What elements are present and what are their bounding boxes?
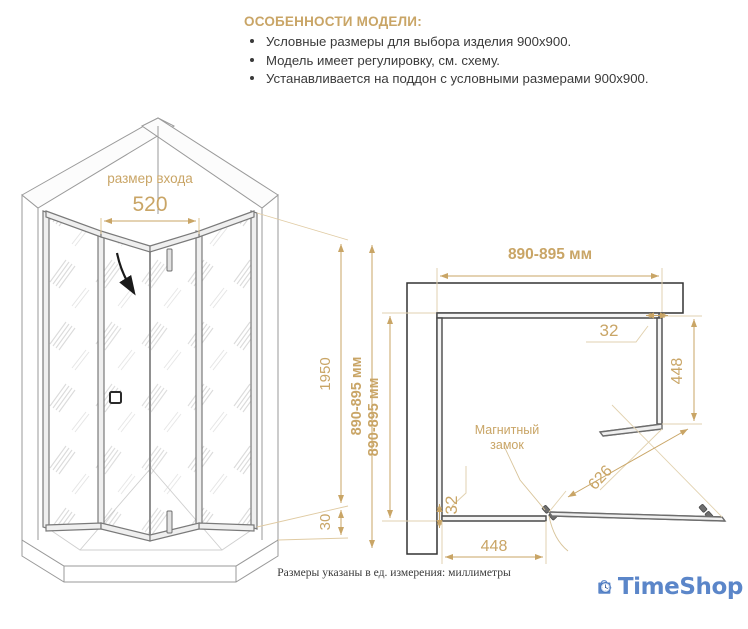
height-value: 1950 [317, 357, 334, 390]
plan-left-dimension: 890-895 мм [366, 378, 382, 457]
features-list-item: Модель имеет регулировку, см. схему. [244, 52, 724, 70]
features-item-text: Модель имеет регулировку, см. схему. [266, 52, 500, 68]
dim-plan-bottom-448 [441, 521, 547, 564]
plan-profile-left-value: 32 [442, 496, 461, 515]
footer-note-text: Размеры указаны в ед. измерения: миллиме… [277, 566, 511, 579]
plan-lock-label-1: Магнитный [475, 423, 540, 437]
plan-swing-arc [548, 428, 663, 552]
door-stopper [166, 248, 173, 534]
features-list: Условные размеры для выбора изделия 900x… [244, 33, 724, 88]
plan-door-open [547, 511, 727, 522]
plan-door-width-value: 626 [585, 462, 616, 493]
features-block: ОСОБЕННОСТИ МОДЕЛИ: Условные размеры для… [244, 14, 724, 89]
features-list-item: Устанавливается на поддон с условными ра… [244, 70, 724, 88]
features-item-text: Устанавливается на поддон с условными ра… [266, 71, 649, 86]
side-depth-label: 890-895 мм [349, 357, 365, 436]
plan-front-diagonal [598, 423, 663, 437]
features-list-item: Условные размеры для выбора изделия 900x… [244, 33, 724, 51]
enclosure-back-walls [21, 117, 279, 555]
shopping-bag-clock-icon [598, 580, 612, 594]
plan-profile-top-value: 32 [600, 321, 619, 340]
dim-plan-32-top [586, 312, 668, 343]
features-title: ОСОБЕННОСТИ МОДЕЛИ: [244, 14, 422, 29]
plan-panel-bottom-value: 448 [481, 538, 508, 555]
bullet-icon [250, 39, 254, 43]
entrance-value: 520 [132, 193, 167, 216]
dim-plan-32-left [436, 466, 467, 528]
entrance-label: размер входа [107, 171, 193, 186]
dim-plan-right-448 [662, 315, 702, 425]
door-handle [109, 391, 122, 404]
plan-top-dimension: 890-895 мм [508, 246, 592, 263]
frame-profiles [42, 210, 258, 542]
dim-plan-left [382, 312, 436, 522]
shower-tray [21, 539, 279, 583]
dim-plan-door-626 [548, 404, 723, 518]
plan-panel-right-value: 448 [669, 358, 686, 385]
door-open-arrow [115, 252, 136, 296]
plan-lock-leader [503, 445, 546, 511]
plan-enclosure [436, 312, 663, 522]
tray-height-value: 30 [317, 514, 334, 531]
plan-lock-label-2: замок [490, 438, 524, 452]
bullet-icon [250, 76, 254, 80]
timeshop-logo[interactable]: TimeShop [597, 566, 743, 608]
bullet-icon [250, 57, 254, 62]
logo-text: TimeShop [617, 574, 744, 600]
footer-note: Размеры указаны в ед. измерения: миллиме… [0, 566, 748, 579]
dim-plan-top [436, 268, 663, 312]
features-item-text: Условные размеры для выбора изделия 900x… [266, 34, 572, 49]
dim-height [256, 212, 349, 541]
dim-entrance [100, 218, 200, 234]
